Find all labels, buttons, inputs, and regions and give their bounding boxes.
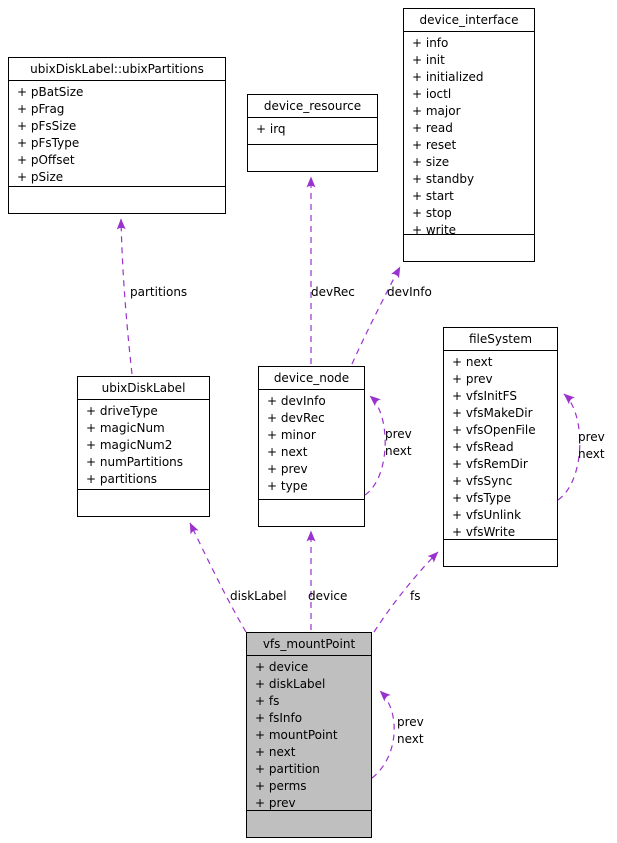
edge-label-dev-rec: devRec: [311, 285, 355, 299]
edge-label-file-system-self: prev next: [578, 430, 605, 461]
class-attribute: + device: [255, 660, 309, 674]
class-attribute: + standby: [412, 172, 475, 186]
edge-label-partitions: partitions: [130, 285, 188, 299]
class-attribute: + perms: [255, 779, 307, 793]
class-methods-compartment-file-system: [444, 539, 557, 566]
class-attribute: + next: [255, 745, 296, 759]
class-attributes-device-resource: + irq: [248, 118, 377, 144]
class-title-ubix-disk-label: ubixDiskLabel: [78, 377, 209, 400]
edge-label-device-node-self: prev next: [385, 427, 412, 458]
class-attributes-device-interface: + info + init + initialized + ioctl + major +…: [404, 32, 534, 234]
class-attribute: + irq: [256, 122, 286, 136]
class-attribute: + diskLabel: [255, 677, 326, 691]
class-attribute: + next: [452, 355, 493, 369]
class-attribute: + info: [412, 36, 449, 50]
class-attribute: + pFsSize: [17, 119, 77, 133]
class-attribute: + magicNum: [86, 421, 165, 435]
class-attribute: + devRec: [267, 411, 325, 425]
class-box-device-node[interactable]: device_node + devInfo + devRec + minor + nex…: [258, 366, 365, 527]
class-methods-compartment-device-resource: [248, 144, 377, 171]
class-attribute: + driveType: [86, 404, 158, 418]
edge-vfs-mount-point-self: [371, 690, 395, 779]
edge-file-system-self: [557, 393, 581, 501]
class-attribute: + size: [412, 155, 450, 169]
class-attribute: + vfsWrite: [452, 525, 516, 539]
class-attribute: + magicNum2: [86, 438, 173, 452]
class-attribute: + fs: [255, 694, 280, 708]
class-attribute: + init: [412, 53, 445, 67]
class-attribute: + vfsUnlink: [452, 508, 522, 522]
edge-dev-info: [351, 266, 401, 365]
class-attribute: + pFsType: [17, 136, 80, 150]
class-title-device-interface: device_interface: [404, 9, 534, 32]
class-attributes-vfs-mount-point: + device + diskLabel + fs + fsInfo + mountPo…: [247, 656, 371, 810]
class-box-ubix-disk-label[interactable]: ubixDiskLabel + driveType + magicNum + magi…: [77, 376, 210, 517]
class-attribute: + major: [412, 104, 461, 118]
class-attribute: + vfsRead: [452, 440, 514, 454]
class-title-device-node: device_node: [259, 367, 364, 390]
class-attribute: + partitions: [86, 472, 158, 486]
class-attributes-ubix-disk-label: + driveType + magicNum + magicNum2 + numPar…: [78, 400, 209, 489]
class-attribute: + read: [412, 121, 453, 135]
class-title-file-system: fileSystem: [444, 328, 557, 351]
edge-fs: [373, 551, 439, 633]
class-attribute: + pOffset: [17, 153, 75, 167]
class-attribute: + pFrag: [17, 102, 65, 116]
class-attribute: + prev: [255, 796, 296, 810]
class-attribute: + fsInfo: [255, 711, 303, 725]
class-attribute: + pBatSize: [17, 85, 84, 99]
class-attribute: + prev: [267, 462, 308, 476]
class-attribute: + type: [267, 479, 308, 493]
class-attribute: + partition: [255, 762, 320, 776]
class-box-file-system[interactable]: fileSystem + next + prev + vfsInitFS + vfsMa…: [443, 327, 558, 567]
class-attribute: + devInfo: [267, 394, 326, 408]
class-attribute: + mountPoint: [255, 728, 338, 742]
class-title-ubix-partitions: ubixDiskLabel::ubixPartitions: [9, 58, 225, 81]
edge-label-disk-label: diskLabel: [230, 589, 287, 603]
class-attribute: + vfsRemDir: [452, 457, 528, 471]
class-box-ubix-partitions[interactable]: ubixDiskLabel::ubixPartitions+ pBatSize+…: [8, 57, 226, 214]
class-methods-compartment-device-node: [259, 499, 364, 526]
edge-label-device: device: [308, 589, 348, 603]
class-attribute: + write: [412, 223, 457, 234]
class-attributes-device-node: + devInfo + devRec + minor + next + prev + ty…: [259, 390, 364, 499]
class-methods-compartment-ubix-disk-label: [78, 489, 209, 516]
class-title-device-resource: device_resource: [248, 95, 377, 118]
class-attribute: + vfsInitFS: [452, 389, 517, 403]
edge-label-dev-info: devInfo: [387, 285, 432, 299]
class-methods-compartment-ubix-partitions: [9, 186, 225, 213]
class-attribute: + numPartitions: [86, 455, 184, 469]
class-attributes-ubix-partitions: + pBatSize + pFrag + pFsSize + pFsType + pOf…: [9, 81, 225, 186]
edge-disk-label: [189, 522, 247, 633]
edge-device-node-self: [364, 395, 386, 496]
class-attributes-file-system: + next + prev + vfsInitFS + vfsMakeDir + vfs…: [444, 351, 557, 539]
class-attribute: + vfsOpenFile: [452, 423, 536, 437]
edge-label-fs: fs: [410, 589, 421, 603]
class-box-vfs-mount-point[interactable]: vfs_mountPoint + device + diskLabel + fs + f…: [246, 632, 372, 838]
class-attribute: + minor: [267, 428, 316, 442]
class-attribute: + vfsMakeDir: [452, 406, 533, 420]
class-methods-compartment-device-interface: [404, 234, 534, 261]
class-box-device-interface[interactable]: device_interface + info + init + initialize…: [403, 8, 535, 262]
class-methods-compartment-vfs-mount-point: [247, 810, 371, 837]
class-title-vfs-mount-point: vfs_mountPoint: [247, 633, 371, 656]
class-attribute: + reset: [412, 138, 457, 152]
class-attribute: + vfsSync: [452, 474, 513, 488]
class-attribute: + stop: [412, 206, 452, 220]
class-attribute: + start: [412, 189, 454, 203]
class-attribute: + ioctl: [412, 87, 452, 101]
class-attribute: + prev: [452, 372, 493, 386]
class-box-device-resource[interactable]: device_resource + irq: [247, 94, 378, 172]
class-attribute: + next: [267, 445, 308, 459]
class-attribute: + vfsType: [452, 491, 512, 505]
edge-label-vfs-mount-point-self: prev next: [397, 715, 424, 746]
class-attribute: + pSize: [17, 170, 64, 184]
class-attribute: + initialized: [412, 70, 484, 84]
